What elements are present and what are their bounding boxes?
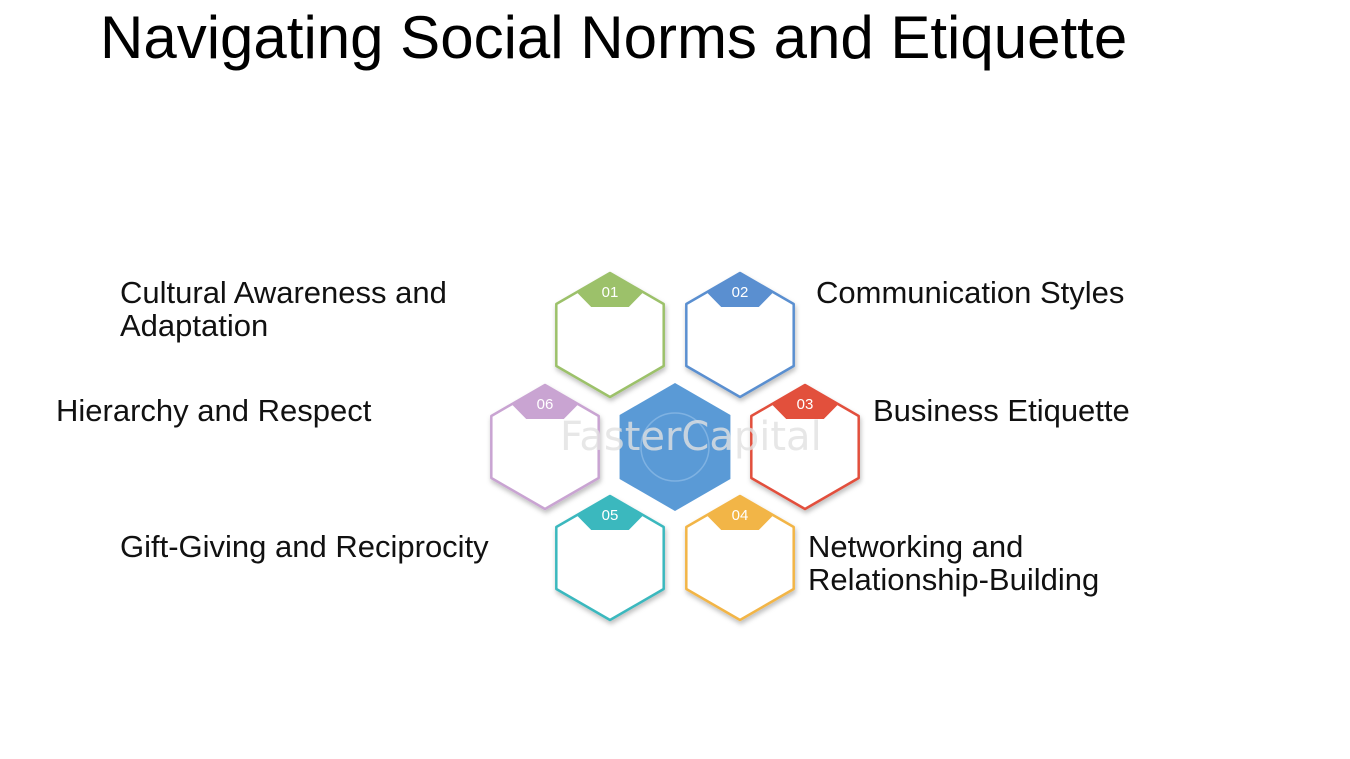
label-06: Hierarchy and Respect: [56, 394, 371, 427]
hexagon-02-outline: [685, 271, 795, 399]
hexagon-06-tab: [511, 385, 579, 419]
hexagon-05-tab: [576, 496, 644, 530]
label-04-line-1: Networking and: [808, 529, 1024, 564]
label-05: Gift-Giving and Reciprocity: [120, 530, 489, 563]
label-01-line-1: Cultural Awareness and: [120, 275, 447, 310]
hexagon-06-outline: [490, 383, 600, 511]
label-01: Cultural Awareness and Adaptation: [120, 276, 447, 342]
hexagon-02: 02: [685, 271, 795, 399]
hexagon-02-tab: [706, 273, 774, 307]
hexagon-01: 01: [555, 271, 665, 399]
hexagon-04-tab: [706, 496, 774, 530]
hexagon-03-number: 03: [797, 396, 814, 413]
hexagon-01-outline: [555, 271, 665, 399]
label-02: Communication Styles: [816, 276, 1124, 309]
hexagon-04-outline: [685, 494, 795, 622]
hexagon-04: 04: [685, 494, 795, 622]
label-02-line-1: Communication Styles: [816, 275, 1125, 310]
center-hexagon: [619, 383, 731, 511]
hexagon-01-tab: [576, 273, 644, 307]
label-05-line-1: Gift-Giving and Reciprocity: [120, 529, 489, 564]
label-03-line-1: Business Etiquette: [873, 393, 1130, 428]
hexagon-01-number: 01: [602, 284, 619, 301]
label-04-line-2: Relationship-Building: [808, 562, 1100, 597]
label-03: Business Etiquette: [873, 394, 1130, 427]
center-ring: [640, 412, 710, 482]
hexagon-02-number: 02: [732, 284, 749, 301]
hexagon-03-outline: [750, 383, 860, 511]
page-title: Navigating Social Norms and Etiquette: [100, 4, 1128, 71]
hexagon-06: 06: [490, 383, 600, 511]
label-04: Networking and Relationship-Building: [808, 530, 1099, 596]
label-01-line-2: Adaptation: [120, 308, 269, 343]
watermark: FasterCapital: [560, 414, 822, 460]
hexagon-05: 05: [555, 494, 665, 622]
hexagon-03: 03: [750, 383, 860, 511]
hexagon-04-number: 04: [732, 507, 749, 524]
hexagon-05-outline: [555, 494, 665, 622]
label-06-line-1: Hierarchy and Respect: [56, 393, 372, 428]
hexagon-03-tab: [771, 385, 839, 419]
hexagon-05-number: 05: [602, 507, 619, 524]
hexagon-06-number: 06: [537, 396, 554, 413]
